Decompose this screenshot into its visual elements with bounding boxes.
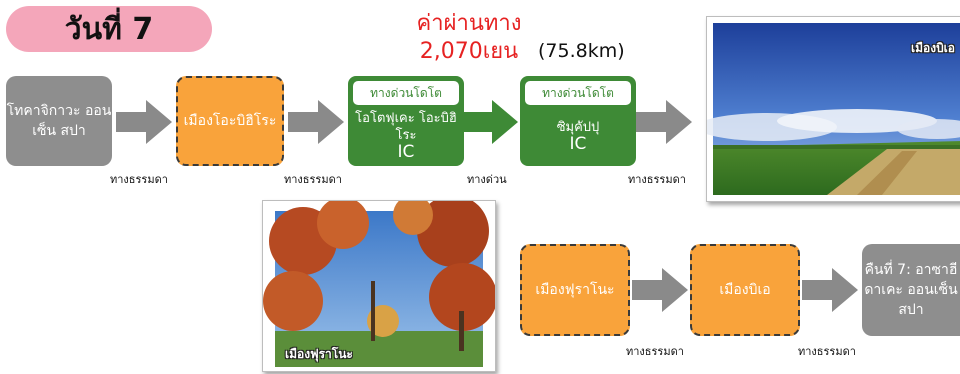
expressway-header-2: ทางด่วนโดโต bbox=[525, 81, 631, 105]
arrow-2-icon bbox=[288, 100, 344, 144]
ic1-name: โอโตฟุเคะ โอะบิฮิโระ bbox=[355, 111, 457, 143]
node-obihiro-city: เมืองโอะบิฮิโระ bbox=[176, 76, 284, 166]
toll-info: ค่าผ่านทาง 2,070เยน bbox=[404, 10, 534, 66]
arrow-4-icon bbox=[636, 100, 692, 144]
ic1-suffix: IC bbox=[397, 142, 415, 162]
node-biei-city: เมืองบิเอ bbox=[690, 244, 800, 336]
start-node-tokachigawa: โทคาจิกาวะ ออนเซ็น สปา bbox=[6, 76, 112, 166]
road-type-5: ทางธรรมดา bbox=[626, 345, 684, 358]
end-node-label: คืนที่ 7: อาซาฮีดาเคะ ออนเซ็น สปา bbox=[864, 262, 958, 318]
road-type-2: ทางธรรมดา bbox=[284, 173, 342, 186]
arrow-6-icon bbox=[802, 268, 858, 312]
biei-landscape-image bbox=[707, 23, 960, 195]
road-type-3: ทางด่วน bbox=[467, 173, 507, 186]
end-node-asahidake: คืนที่ 7: อาซาฮีดาเคะ ออนเซ็น สปา bbox=[862, 244, 960, 336]
road-type-4: ทางธรรมดา bbox=[628, 173, 686, 186]
node-furano-city: เมืองฟุราโนะ bbox=[520, 244, 630, 336]
road-type-6: ทางธรรมดา bbox=[798, 345, 856, 358]
furano-autumn-image bbox=[263, 201, 495, 367]
node-biei-label: เมืองบิเอ bbox=[719, 282, 771, 298]
toll-amount: 2,070เยน bbox=[419, 39, 519, 64]
node-furano-label: เมืองฟุราโนะ bbox=[535, 282, 615, 298]
road-type-1: ทางธรรมดา bbox=[110, 173, 168, 186]
photo-biei: เมืองบิเอ bbox=[706, 16, 960, 202]
photo-furano-caption: เมืองฟุราโนะ bbox=[285, 347, 353, 361]
node-otofuke-obihiro-ic: ทางด่วนโดโต โอโตฟุเคะ โอะบิฮิโระ IC bbox=[348, 76, 464, 166]
node-obihiro-label: เมืองโอะบิฮิโระ bbox=[183, 113, 277, 129]
arrow-3-expressway-icon bbox=[462, 100, 518, 144]
start-node-label: โทคาจิกาวะ ออนเซ็น สปา bbox=[6, 103, 112, 139]
day-title-badge: วันที่ 7 bbox=[6, 6, 212, 52]
arrow-1-icon bbox=[116, 100, 172, 144]
ic2-name: ซิมุคัปปุ bbox=[556, 119, 600, 135]
photo-furano: เมืองฟุราโนะ bbox=[262, 200, 496, 372]
node-shimukappu-ic: ทางด่วนโดโต ซิมุคัปปุ IC bbox=[520, 76, 636, 166]
photo-biei-caption: เมืองบิเอ bbox=[910, 41, 955, 55]
day-title: วันที่ 7 bbox=[64, 11, 154, 47]
distance-label: (75.8km) bbox=[538, 40, 625, 62]
expressway-header-1: ทางด่วนโดโต bbox=[353, 81, 459, 105]
toll-label: ค่าผ่านทาง bbox=[416, 11, 522, 36]
ic2-suffix: IC bbox=[569, 133, 587, 154]
arrow-5-icon bbox=[632, 268, 688, 312]
